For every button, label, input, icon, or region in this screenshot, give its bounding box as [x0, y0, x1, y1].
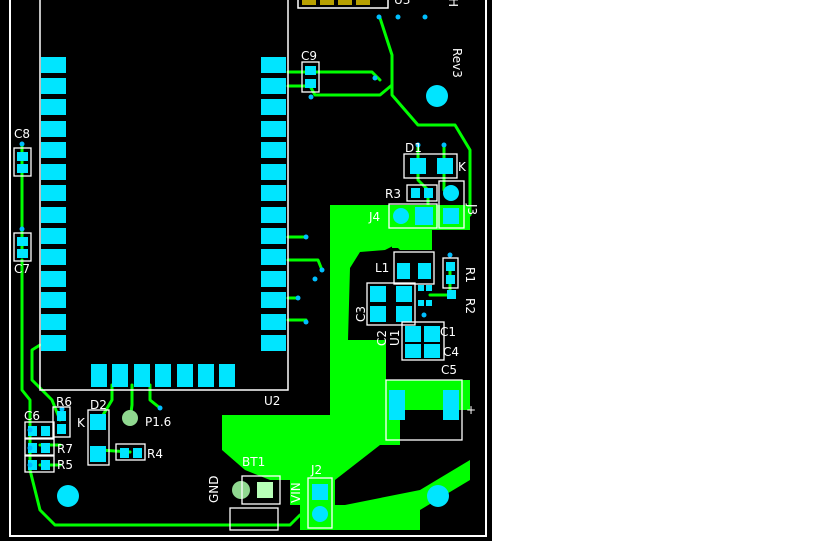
- label-r2: R2: [463, 298, 477, 314]
- label-r7: R7: [57, 442, 73, 456]
- u3-outline: [297, 0, 389, 9]
- label-r6: R6: [56, 395, 72, 409]
- label-u2: U2: [264, 394, 280, 408]
- label-c2: C2: [375, 330, 389, 346]
- label-k-d1: K: [458, 160, 467, 174]
- silk-labels: U3 C9 C8 C7 D1 K R3 J4 L1 C1 C4 C5 + U2 …: [14, 0, 479, 503]
- label-l1: L1: [375, 261, 389, 275]
- silk-outlines: [13, 61, 465, 531]
- label-j4: J4: [368, 210, 380, 224]
- label-c1: C1: [440, 325, 456, 339]
- label-c3: C3: [354, 306, 368, 322]
- u2-bottom-pads: [91, 364, 235, 387]
- label-r1: R1: [463, 267, 477, 283]
- u3-pads: [302, 0, 370, 5]
- label-u3: U3: [394, 0, 410, 7]
- label-bt1: BT1: [242, 455, 265, 469]
- label-c6: C6: [24, 409, 40, 423]
- label-j3: J3: [465, 203, 479, 215]
- component-pads: [17, 66, 459, 500]
- label-c5-plus: +: [466, 403, 476, 417]
- label-c9: C9: [301, 49, 317, 63]
- label-d2: D2: [90, 398, 107, 412]
- label-c7: C7: [14, 262, 30, 276]
- label-c5: C5: [441, 363, 457, 377]
- label-c8: C8: [14, 127, 30, 141]
- label-gnd: GND: [207, 475, 221, 503]
- label-j2: J2: [310, 463, 322, 477]
- label-d1: D1: [405, 141, 422, 155]
- label-r4: R4: [147, 447, 163, 461]
- label-h-mark: H: [446, 0, 460, 7]
- label-k-d2: K: [77, 416, 86, 430]
- vias: [19, 14, 453, 468]
- u2-outline: [39, 0, 289, 391]
- label-r3: R3: [385, 187, 401, 201]
- label-rev: Rev3: [450, 48, 464, 78]
- label-u1: U1: [388, 330, 402, 346]
- u2-right-pads: [261, 57, 286, 351]
- label-r5: R5: [57, 458, 73, 472]
- round-pads: [57, 85, 459, 522]
- u2-left-pads: [41, 57, 66, 351]
- board-outline: [9, 0, 487, 537]
- label-p16: P1.6: [145, 415, 171, 429]
- label-c4: C4: [443, 345, 459, 359]
- label-vin: VIN: [289, 482, 303, 503]
